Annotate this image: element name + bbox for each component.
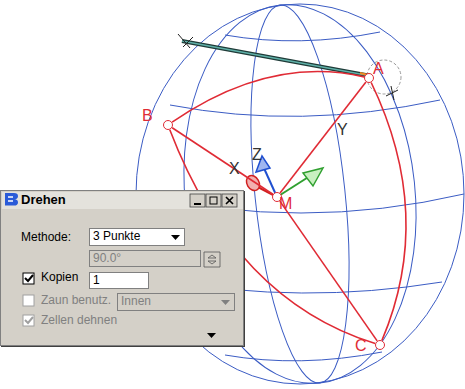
axis-label: Z — [252, 146, 262, 164]
dropdown-arrow — [168, 229, 184, 245]
disabled-input: 90.0° — [89, 250, 201, 267]
dropdown-arrow — [218, 294, 234, 310]
field-value: 3 Punkte — [93, 230, 140, 244]
point-marker: A — [364, 73, 374, 83]
point-label: C — [355, 337, 367, 355]
field-value: Innen — [121, 295, 151, 309]
radius-line — [280, 82, 366, 193]
radius-line — [172, 128, 273, 194]
axis-label: Y — [337, 121, 348, 139]
point-marker: C — [375, 340, 385, 350]
arc-edge — [172, 71, 364, 122]
arc-edge — [371, 83, 406, 341]
point-label: A — [373, 60, 384, 78]
point-marker: M — [272, 192, 282, 202]
window-title: Drehen — [21, 193, 66, 208]
point-marker: B — [163, 120, 173, 130]
point-label: M — [279, 195, 292, 213]
field-value: 1 — [93, 274, 100, 288]
point-label: B — [142, 107, 153, 125]
field-label: Kopien — [41, 271, 78, 285]
radius-line — [280, 201, 377, 341]
dialog-chrome — [1, 191, 245, 347]
number-input: 1 — [89, 272, 149, 289]
dialog-window: DrehenMethode: KopienZaun benutz. Zellen d… — [0, 190, 244, 346]
field-value: 90.0° — [93, 252, 121, 266]
dropdown-field: 3 Punkte — [89, 228, 185, 246]
selection-line — [178, 34, 398, 100]
field-label: Zellen dehnen — [41, 314, 117, 328]
axis-label: X — [229, 160, 240, 178]
field-label: Zaun benutz. — [41, 294, 111, 308]
field-label: Methode: — [21, 231, 71, 245]
disabled-dropdown: Innen — [117, 293, 235, 311]
